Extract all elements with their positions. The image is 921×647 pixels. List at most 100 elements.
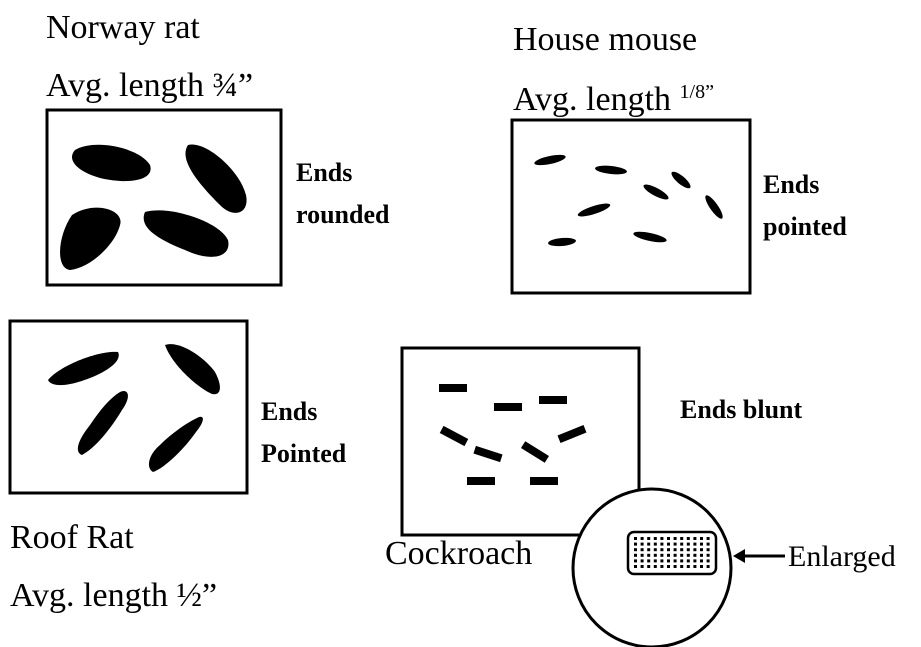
norway-rat-box xyxy=(45,108,283,287)
roach-dropping-2 xyxy=(494,403,522,411)
house-mouse-length: Avg. length 1/8” xyxy=(513,72,714,120)
texture-dot xyxy=(686,559,690,563)
norway-rat-note-line1: Ends xyxy=(296,158,353,187)
norway-rat-note: Ends rounded xyxy=(296,152,389,236)
norway-rat-note-line2: rounded xyxy=(296,200,390,229)
texture-dot xyxy=(680,559,684,563)
roof-rat-length-label: Avg. length xyxy=(10,577,169,614)
texture-dot xyxy=(647,537,651,540)
texture-dot xyxy=(706,559,710,563)
texture-dot xyxy=(634,542,637,546)
norway-rat-droppings xyxy=(60,144,247,270)
roof-rat-title: Roof Rat xyxy=(10,519,134,556)
roach-dropping-5 xyxy=(473,445,503,463)
mouse-dropping-3 xyxy=(643,184,669,200)
roach-dropping-4 xyxy=(439,425,469,447)
texture-dot xyxy=(660,559,664,563)
texture-dot xyxy=(660,565,664,568)
mouse-dropping-1 xyxy=(534,154,566,166)
texture-dot xyxy=(653,559,657,563)
texture-dot xyxy=(693,553,697,557)
texture-dot xyxy=(653,542,657,546)
texture-dot xyxy=(686,548,690,552)
texture-dot xyxy=(673,548,677,552)
enlarged-dropping xyxy=(626,530,718,576)
texture-dot xyxy=(706,565,710,568)
house-mouse-note-line1: Ends xyxy=(763,170,820,199)
enlarged-dropping-texture xyxy=(634,537,710,568)
texture-dot xyxy=(680,542,684,546)
texture-dot xyxy=(653,537,657,540)
mouse-dropping-5 xyxy=(705,195,723,219)
norway-dropping-2 xyxy=(185,144,247,213)
texture-dot xyxy=(640,542,644,546)
texture-dot xyxy=(640,565,644,568)
cockroach-title: Cockroach xyxy=(385,535,533,572)
texture-dot xyxy=(680,553,684,557)
texture-dot xyxy=(693,537,697,540)
texture-dot xyxy=(700,537,703,540)
cockroach-box xyxy=(400,346,641,537)
texture-dot xyxy=(653,548,657,552)
roof-rat-length: Avg. length ½” xyxy=(10,576,217,616)
texture-dot xyxy=(700,559,703,563)
texture-dot xyxy=(673,537,677,540)
roof-rat-note-line2: Pointed xyxy=(261,439,347,468)
roach-dropping-6 xyxy=(521,441,549,463)
texture-dot xyxy=(667,565,670,568)
texture-dot xyxy=(693,548,697,552)
roof-rat-length-value: ½” xyxy=(176,577,218,614)
texture-dot xyxy=(660,542,664,546)
norway-dropping-1 xyxy=(71,144,151,182)
mouse-dropping-7 xyxy=(548,237,576,247)
texture-dot xyxy=(640,553,644,557)
norway-dropping-3 xyxy=(60,207,121,270)
texture-dot xyxy=(680,537,684,540)
roof-rat-droppings xyxy=(48,344,220,472)
roof-dropping-4 xyxy=(148,416,203,472)
texture-dot xyxy=(634,565,637,568)
mouse-dropping-6 xyxy=(577,203,611,217)
texture-dot xyxy=(640,537,644,540)
house-mouse-title: House mouse xyxy=(513,21,698,58)
texture-dot xyxy=(634,548,637,552)
texture-dot xyxy=(693,559,697,563)
mouse-dropping-8 xyxy=(633,231,667,243)
norway-rat-title: Norway rat xyxy=(46,9,200,46)
roof-rat-note-line1: Ends xyxy=(261,397,318,426)
texture-dot xyxy=(667,537,670,540)
texture-dot xyxy=(647,559,651,563)
roof-rat-note: Ends Pointed xyxy=(261,391,346,475)
texture-dot xyxy=(693,565,697,568)
texture-dot xyxy=(686,542,690,546)
texture-dot xyxy=(673,553,677,557)
cockroach-note: Ends blunt xyxy=(680,395,803,424)
texture-dot xyxy=(706,548,710,552)
house-mouse-note-line2: pointed xyxy=(763,212,847,241)
texture-dot xyxy=(667,553,670,557)
texture-dot xyxy=(647,565,651,568)
texture-dot xyxy=(660,553,664,557)
texture-dot xyxy=(680,548,684,552)
texture-dot xyxy=(686,537,690,540)
texture-dot xyxy=(706,542,710,546)
roof-dropping-3 xyxy=(77,390,128,455)
house-mouse-note: Ends pointed xyxy=(763,164,847,248)
house-mouse-droppings xyxy=(534,154,723,247)
mouse-dropping-4 xyxy=(671,171,691,189)
roach-dropping-7 xyxy=(557,425,587,443)
texture-dot xyxy=(706,537,710,540)
mouse-dropping-2 xyxy=(595,165,627,175)
texture-dot xyxy=(693,542,697,546)
roach-dropping-3 xyxy=(539,396,567,404)
texture-dot xyxy=(647,553,651,557)
norway-rat-length-value: ¾” xyxy=(212,67,254,104)
texture-dot xyxy=(700,542,703,546)
enlarged-label: Enlarged xyxy=(788,540,896,573)
house-mouse-box xyxy=(510,118,752,295)
norway-dropping-4 xyxy=(143,210,229,257)
roach-dropping-8 xyxy=(467,477,495,485)
enlarged-arrow-head xyxy=(733,549,745,563)
roof-rat-box xyxy=(8,319,249,495)
